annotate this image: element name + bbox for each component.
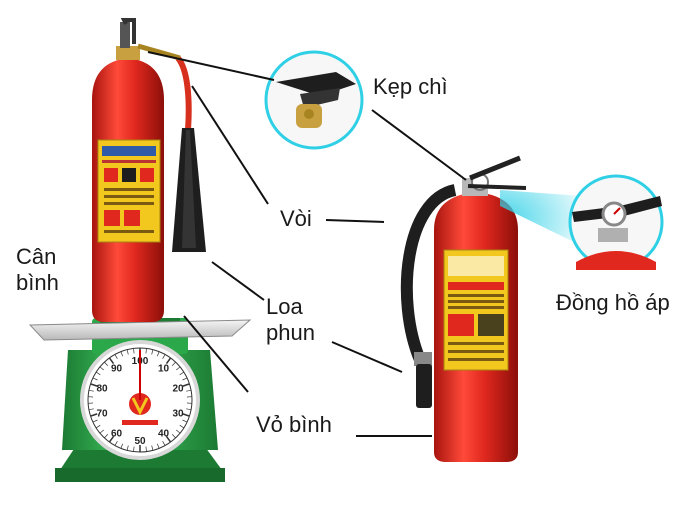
- dial-tick: [90, 383, 98, 387]
- dial-tick: [133, 348, 135, 354]
- dial-tick: [151, 445, 154, 451]
- dial-tick: [95, 424, 101, 429]
- dial-tick: [182, 377, 188, 381]
- dial-tick: [162, 441, 166, 446]
- dial-tick: [165, 357, 172, 365]
- dial-tick: [156, 443, 160, 449]
- dial-tick: [179, 371, 185, 376]
- connector-lines: [147, 51, 467, 437]
- dial-tick: [99, 429, 105, 434]
- dial-number: 40: [158, 428, 170, 439]
- dial-number: 30: [172, 408, 184, 419]
- label-can-binh-line1: Cân: [16, 244, 57, 269]
- dial-tick: [104, 434, 109, 439]
- dial-tick: [133, 446, 135, 452]
- dial-tick: [179, 424, 185, 429]
- dial-tick: [99, 366, 105, 371]
- dial-tick: [145, 446, 147, 452]
- dial-tick: [126, 349, 129, 355]
- dial-tick: [88, 389, 94, 392]
- dial-tick: [182, 413, 190, 417]
- label-loa-phun-line2: phun: [266, 320, 315, 345]
- dial-tick: [92, 377, 98, 381]
- dial-tick: [126, 445, 129, 451]
- label-can-binh: Cân bình: [16, 244, 59, 296]
- dial-number: 90: [111, 364, 123, 375]
- scale-icon: 100102030405060708090: [28, 318, 252, 482]
- dial-tick: [182, 419, 188, 423]
- dial-number: 60: [111, 428, 123, 439]
- dial-tick: [186, 408, 192, 411]
- label-can-binh-line2: bình: [16, 270, 59, 295]
- label-voi: Vòi: [280, 206, 312, 231]
- dial-tick: [92, 419, 98, 423]
- label-dong-ho-ap: Đồng hồ áp: [556, 290, 670, 315]
- dial-number: 80: [96, 384, 108, 395]
- dial-number: 10: [158, 364, 170, 375]
- dial-tick: [90, 413, 98, 417]
- dial-tick: [151, 349, 154, 355]
- dial-number: 50: [134, 436, 146, 447]
- dial-tick: [95, 371, 101, 376]
- magnifier-icon: [264, 50, 364, 150]
- label-vo-binh: Vỏ bình: [256, 412, 332, 437]
- dial-tick: [162, 354, 166, 359]
- dial-number: 70: [96, 408, 108, 419]
- dial-number: 20: [172, 384, 184, 395]
- co2-extinguisher-icon: [92, 18, 206, 322]
- dial-tick: [171, 434, 176, 439]
- magnifier-icon: [500, 174, 664, 270]
- dial-tick: [120, 443, 124, 449]
- dial-tick: [165, 435, 172, 443]
- dial-tick: [145, 348, 147, 354]
- dial-tick: [114, 441, 118, 446]
- label-loa-phun: Loa phun: [266, 294, 315, 346]
- dial-tick: [186, 389, 192, 392]
- dial-tick: [175, 429, 181, 434]
- dial-tick: [171, 361, 176, 366]
- dial-tick: [108, 357, 115, 365]
- dial-tick: [108, 435, 115, 443]
- powder-extinguisher-icon: [400, 155, 527, 462]
- dial-tick: [120, 351, 124, 357]
- dial-tick: [182, 383, 190, 387]
- dial-tick: [156, 351, 160, 357]
- label-kep-chi: Kẹp chì: [373, 74, 448, 99]
- label-loa-phun-line1: Loa: [266, 294, 303, 319]
- dial-tick: [114, 354, 118, 359]
- dial-tick: [175, 366, 181, 371]
- dial-tick: [104, 361, 109, 366]
- dial-tick: [88, 408, 94, 411]
